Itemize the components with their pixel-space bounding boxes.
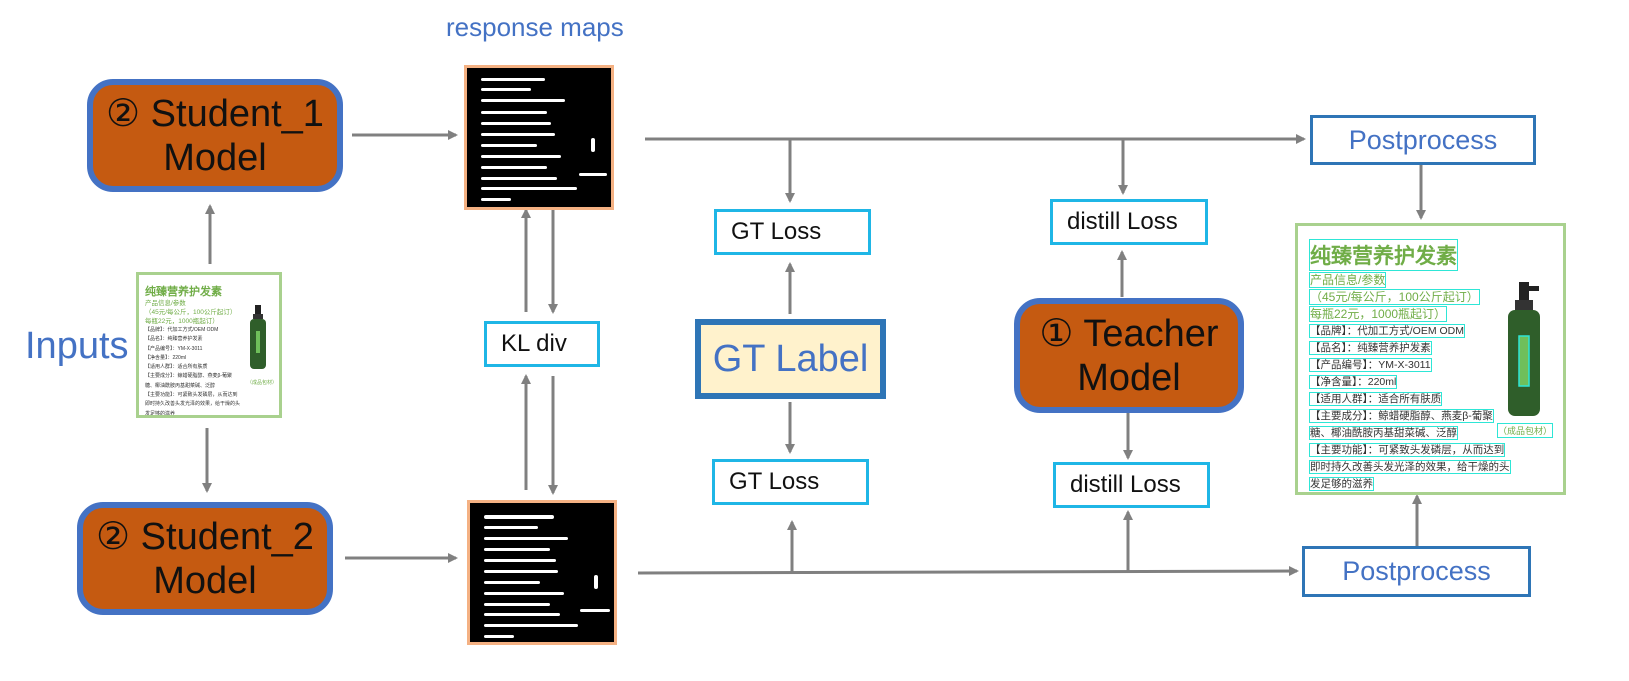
teacher-model-box[interactable]: ① Teacher Model (1014, 298, 1244, 413)
distill-loss-top-label: distill Loss (1067, 208, 1178, 235)
input-doc-subtitle: 产品信息/参数 (145, 300, 186, 307)
output-doc-line: 发足够的滋养 (1309, 477, 1374, 491)
output-doc-line: 即时持久改善头发光泽的效果，给干燥的头 (1309, 460, 1511, 474)
input-doc-title: 纯臻营养护发素 (145, 286, 222, 298)
distill-loss-bottom-box[interactable]: distill Loss (1053, 462, 1210, 508)
output-doc-line: 【主要功能】：可紧致头发磷层，从而达到 (1308, 443, 1506, 457)
output-doc-line: 【品名】：纯臻营养护发素 (1309, 341, 1432, 355)
teacher-model-line2: Model (1077, 356, 1181, 399)
response-map-student1 (464, 65, 614, 210)
postprocess-top-label: Postprocess (1348, 124, 1498, 155)
distill-loss-top-box[interactable]: distill Loss (1050, 199, 1208, 245)
postprocess-top-box[interactable]: Postprocess (1310, 115, 1536, 165)
gt-label-box[interactable]: GT Label (695, 319, 886, 399)
input-doc-line: 【主要功能】：可紧致头发磷层，从而达到 (145, 392, 238, 399)
postprocess-bottom-box[interactable]: Postprocess (1302, 546, 1531, 597)
output-doc-price1: （45元/每公斤，100公斤起订） (1309, 289, 1480, 305)
response-maps-label: response maps (446, 12, 624, 42)
bottle-icon (250, 305, 266, 369)
gt-loss-top-box[interactable]: GT Loss (714, 209, 871, 255)
input-doc-line: 【产品编号】：YM-X-3011 (145, 345, 203, 352)
input-document-thumbnail: 纯臻营养护发素 产品信息/参数 （45元/每公斤，100公斤起订） 每瓶22元，… (136, 272, 282, 418)
kl-div-box[interactable]: KL div (484, 321, 600, 367)
output-doc-title: 纯臻营养护发素 (1309, 239, 1458, 271)
input-doc-line: 糖、椰油酰胺丙基甜菜碱、泛醇 (145, 382, 216, 389)
response-map-student2 (467, 500, 617, 645)
gt-loss-bottom-label: GT Loss (729, 468, 820, 495)
postprocess-bottom-label: Postprocess (1342, 556, 1491, 586)
gt-loss-top-label: GT Loss (731, 218, 822, 245)
input-doc-line: 即时持久改善头发光泽的效果，给干燥的头 (145, 401, 241, 408)
bottle-icon (1508, 282, 1540, 416)
output-document-result: 纯臻营养护发素 产品信息/参数 （45元/每公斤，100公斤起订） 每瓶22元，… (1295, 223, 1566, 495)
input-doc-price1: （45元/每公斤，100公斤起订） (145, 309, 237, 316)
output-doc-line: 【适用人群】：适合所有肤质 (1308, 392, 1443, 406)
student1-model-box[interactable]: ② Student_1 Model (87, 79, 343, 192)
student2-model-box[interactable]: ② Student_2 Model (77, 502, 333, 615)
input-doc-line: 发足够的滋养 (145, 410, 176, 417)
inputs-label: Inputs (25, 325, 129, 367)
input-doc-line: 【品牌】：代加工方式/OEM ODM (145, 327, 219, 333)
output-doc-line: 【品牌】：代加工方式/OEM ODM (1309, 324, 1465, 338)
input-doc-line: 【主要成分】：鲸蜡硬脂醇、燕麦β-葡聚 (145, 373, 233, 380)
input-doc-line: 【品名】：纯臻营养护发素 (145, 336, 203, 343)
kl-div-label: KL div (501, 330, 567, 357)
teacher-model-line1: ① Teacher (1039, 312, 1219, 355)
output-doc-line: 【产品编号】：YM-X-3011 (1309, 358, 1432, 372)
input-doc-line: 【适用人群】：适合所有肤质 (145, 364, 208, 371)
distill-loss-bottom-label: distill Loss (1070, 471, 1181, 498)
input-doc-badge: （成品包材） (247, 380, 278, 386)
output-doc-badge: （成品包材） (1496, 423, 1554, 438)
gt-label-text: GT Label (712, 337, 869, 380)
output-doc-price2: 每瓶22元，1000瓶起订） (1308, 306, 1448, 322)
output-doc-line: 糖、椰油酰胺丙基甜菜碱、泛醇 (1309, 426, 1458, 440)
input-doc-price2: 每瓶22元，1000瓶起订） (145, 318, 219, 325)
student2-model-line1: ② Student_2 (96, 515, 314, 558)
output-doc-line: 【净含量】：220ml (1308, 375, 1398, 389)
output-doc-line: 【主要成分】：鲸蜡硬脂醇、燕麦β-葡聚 (1309, 409, 1494, 423)
student2-model-line2: Model (153, 559, 257, 602)
student1-model-line2: Model (163, 136, 267, 179)
input-doc-line: 【净含量】：220ml (145, 354, 187, 361)
gt-loss-bottom-box[interactable]: GT Loss (712, 459, 869, 505)
student1-model-line1: ② Student_1 (106, 92, 324, 135)
output-doc-subtitle: 产品信息/参数 (1308, 272, 1387, 288)
